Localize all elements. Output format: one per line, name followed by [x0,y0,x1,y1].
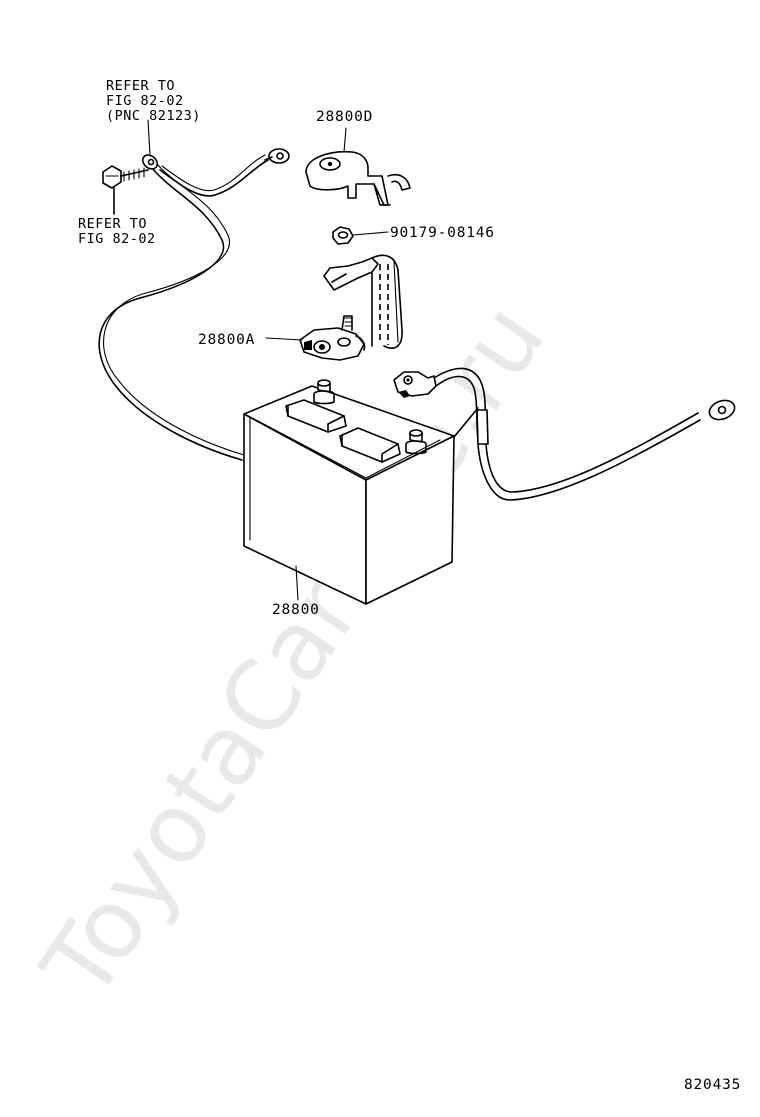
leader-line [147,119,151,156]
right-cable [393,367,736,501]
part-number-terminal: 28800A [198,332,255,348]
nut-icon [332,226,389,245]
part-number-battery: 28800 [272,602,320,618]
refer-cable-label-line1: REFER TO [106,78,175,94]
clamp-bracket [305,127,411,206]
positive-cable [323,254,403,349]
figure-number: 820435 [684,1077,741,1093]
ground-cable [98,148,290,461]
refer-bolt-label-line1: REFER TO [78,216,147,232]
refer-cable-label-line3: (PNC 82123) [106,108,201,124]
terminal-clamp [265,315,366,361]
bolt-icon [102,165,149,215]
part-number-clamp: 28800D [316,109,373,125]
part-number-nut: 90179-08146 [390,225,495,241]
refer-bolt-label-line2: FIG 82-02 [78,231,156,247]
refer-cable-label-line2: FIG 82-02 [106,93,184,109]
battery [243,379,455,605]
